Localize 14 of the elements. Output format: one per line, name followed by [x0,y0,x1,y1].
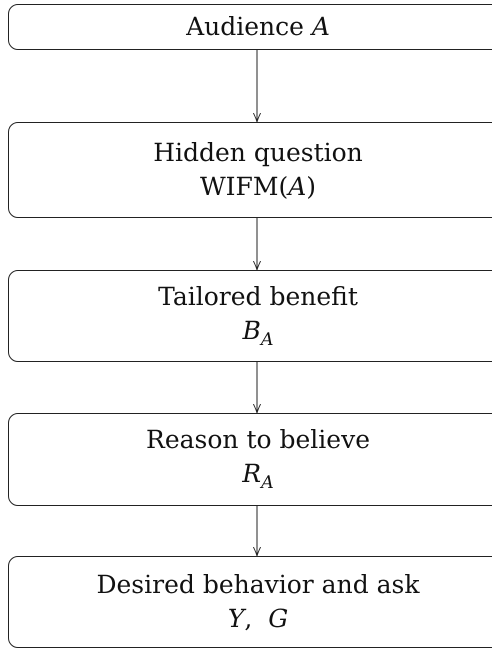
process-box [8,270,492,362]
box-formula: Y, G [228,603,288,635]
box-formula: B$_{A}$ [242,314,274,352]
process-box [8,122,492,218]
box-heading: Audience A [186,11,330,44]
box-heading: Desired behavior and ask [96,569,420,602]
box-formula: WIFM(A) [200,171,316,203]
process-box [8,4,492,50]
box-heading: Hidden question [153,137,363,170]
box-heading: Reason to believe [146,424,370,456]
box-formula: R$_{A}$ [242,458,274,496]
process-box [8,556,492,648]
box-heading: Tailored benefit [158,280,358,313]
process-box [8,413,492,506]
